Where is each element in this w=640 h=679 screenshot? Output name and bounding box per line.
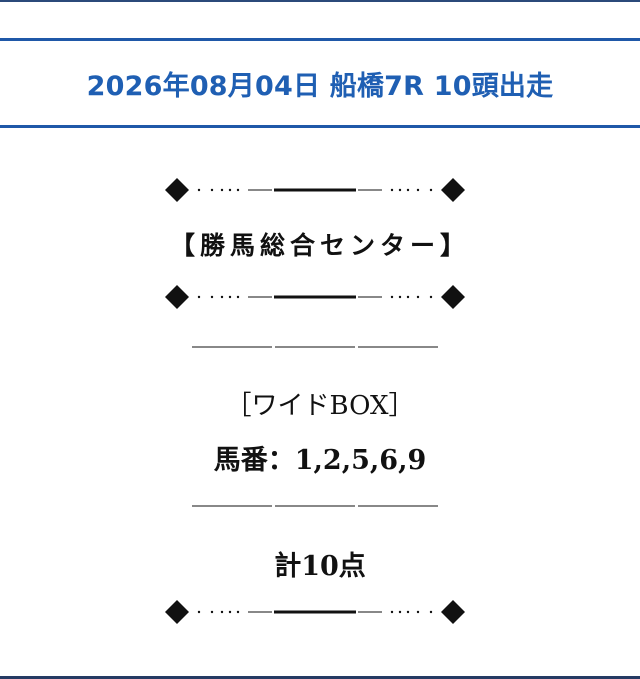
race-title: 2026年08月04日 船橋7R 10頭出走: [86, 70, 554, 102]
bottom-rule: [0, 676, 640, 679]
diamond-divider-icon: [165, 285, 465, 309]
top-rule: [0, 0, 640, 2]
separator-line-icon: [192, 505, 438, 507]
bet-type: ［ワイドBOX］: [225, 391, 415, 421]
diamond-divider-icon: [165, 600, 465, 624]
total-points: 計10点: [274, 551, 366, 582]
separator-line-icon: [192, 346, 438, 348]
horse-numbers: 馬番：1,2,5,6,9: [213, 445, 427, 476]
diamond-divider-icon: [165, 178, 465, 202]
brand-name: 【勝馬総合センター】: [169, 231, 470, 260]
race-header: 2026年08月04日 船橋7R 10頭出走: [0, 38, 640, 128]
